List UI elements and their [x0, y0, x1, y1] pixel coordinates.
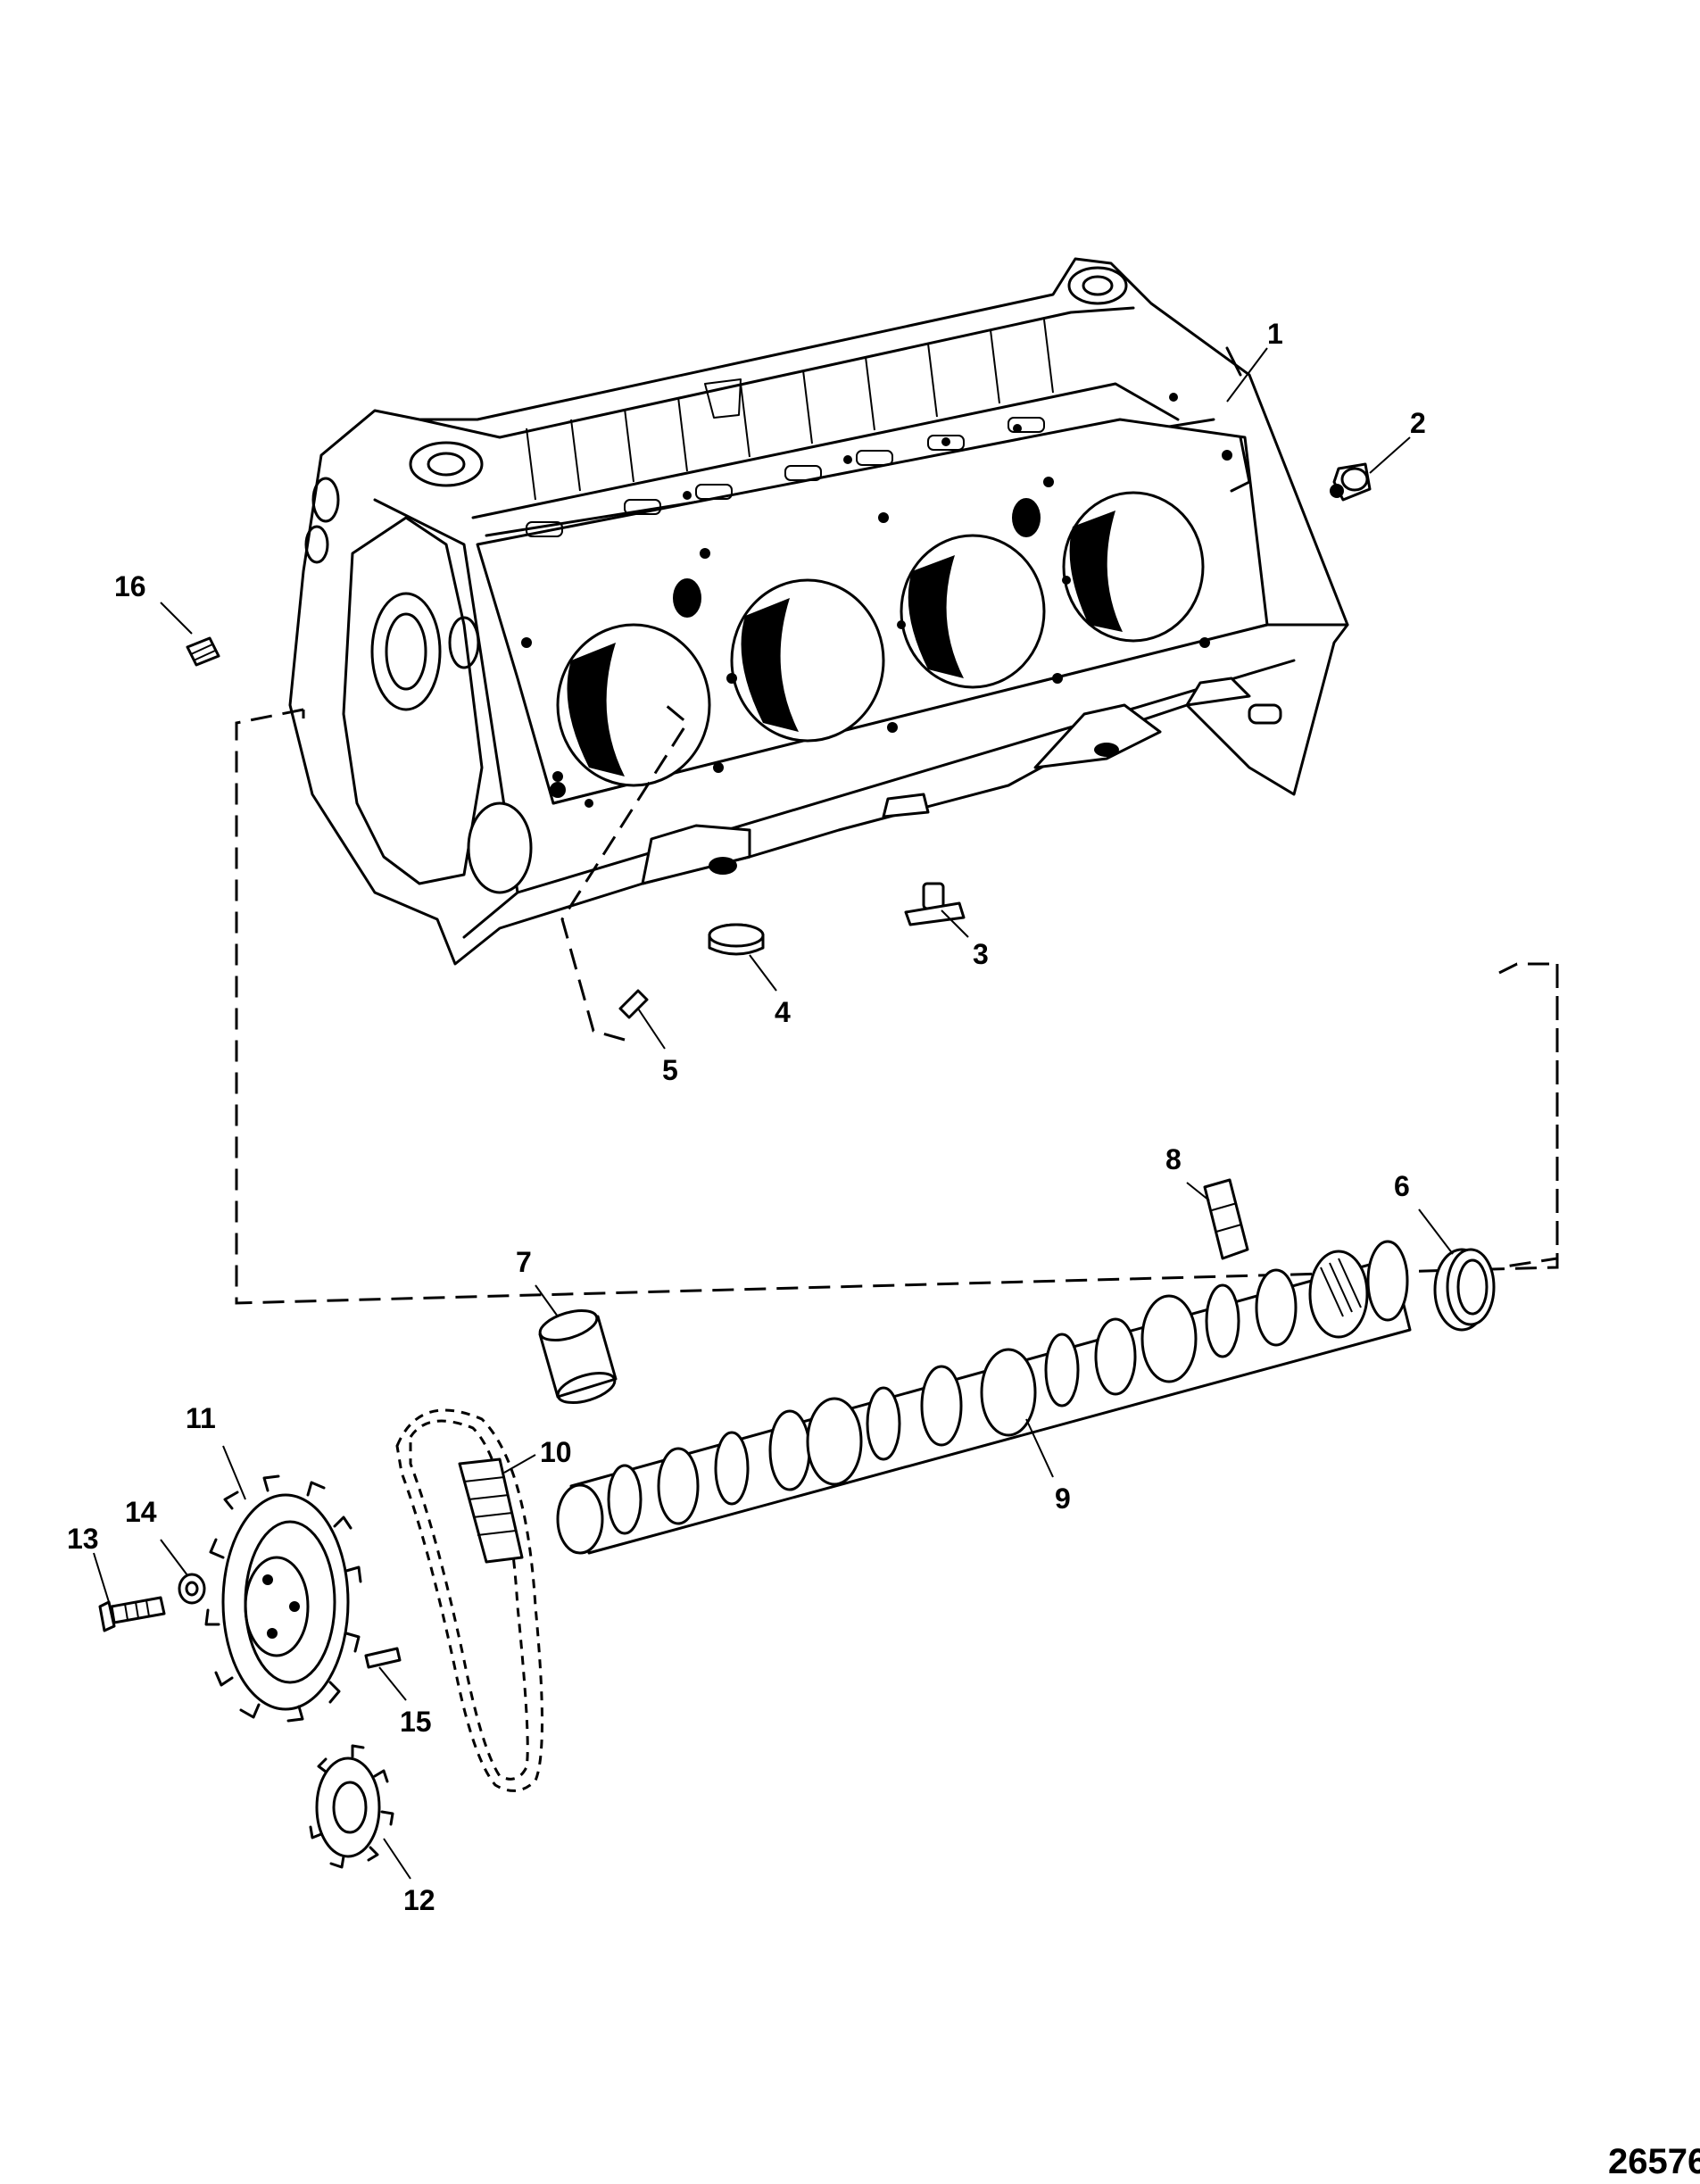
- callout-15: 15: [400, 1706, 432, 1738]
- part-4-bushing: [708, 923, 765, 956]
- leader-lines: [93, 347, 1454, 1880]
- part-3-fitting: [904, 882, 966, 926]
- part-16-spring: [186, 636, 220, 667]
- callout-16: 16: [114, 570, 146, 602]
- callout-8: 8: [1165, 1143, 1182, 1175]
- engine-block: [288, 257, 1349, 966]
- part-2-plug: [1330, 462, 1372, 502]
- callout-12: 12: [403, 1884, 435, 1916]
- part-10-timing-chain: [395, 1408, 543, 1792]
- part-11-cam-sprocket: [204, 1474, 362, 1723]
- part-9-camshaft: [556, 1240, 1412, 1555]
- callout-10: 10: [540, 1436, 572, 1468]
- part-7-bearing: [538, 1308, 618, 1405]
- callouts: 1 2 3 4 5 6 7 8 9 10 11 12 13 14 15 16: [67, 318, 1426, 1916]
- callout-1: 1: [1267, 318, 1283, 350]
- callout-14: 14: [125, 1496, 157, 1528]
- part-14-washer: [178, 1573, 206, 1605]
- callout-4: 4: [775, 996, 791, 1028]
- part-15-pin: [364, 1647, 402, 1669]
- part-12-crank-sprocket: [309, 1744, 394, 1869]
- callout-3: 3: [973, 938, 989, 970]
- part-6-bearing: [1433, 1248, 1496, 1332]
- callout-7: 7: [516, 1246, 532, 1278]
- callout-9: 9: [1055, 1482, 1071, 1515]
- callout-5: 5: [662, 1054, 678, 1086]
- figure-number: 26576: [1608, 2142, 1700, 2181]
- callout-13: 13: [67, 1523, 99, 1555]
- part-8-key: [1203, 1178, 1249, 1260]
- callout-2: 2: [1410, 407, 1426, 439]
- assembly-lines: [235, 699, 1559, 1305]
- part-13-bolt: [98, 1596, 166, 1632]
- callout-11: 11: [186, 1402, 216, 1434]
- part-5-pin: [618, 989, 649, 1019]
- callout-6: 6: [1394, 1170, 1410, 1202]
